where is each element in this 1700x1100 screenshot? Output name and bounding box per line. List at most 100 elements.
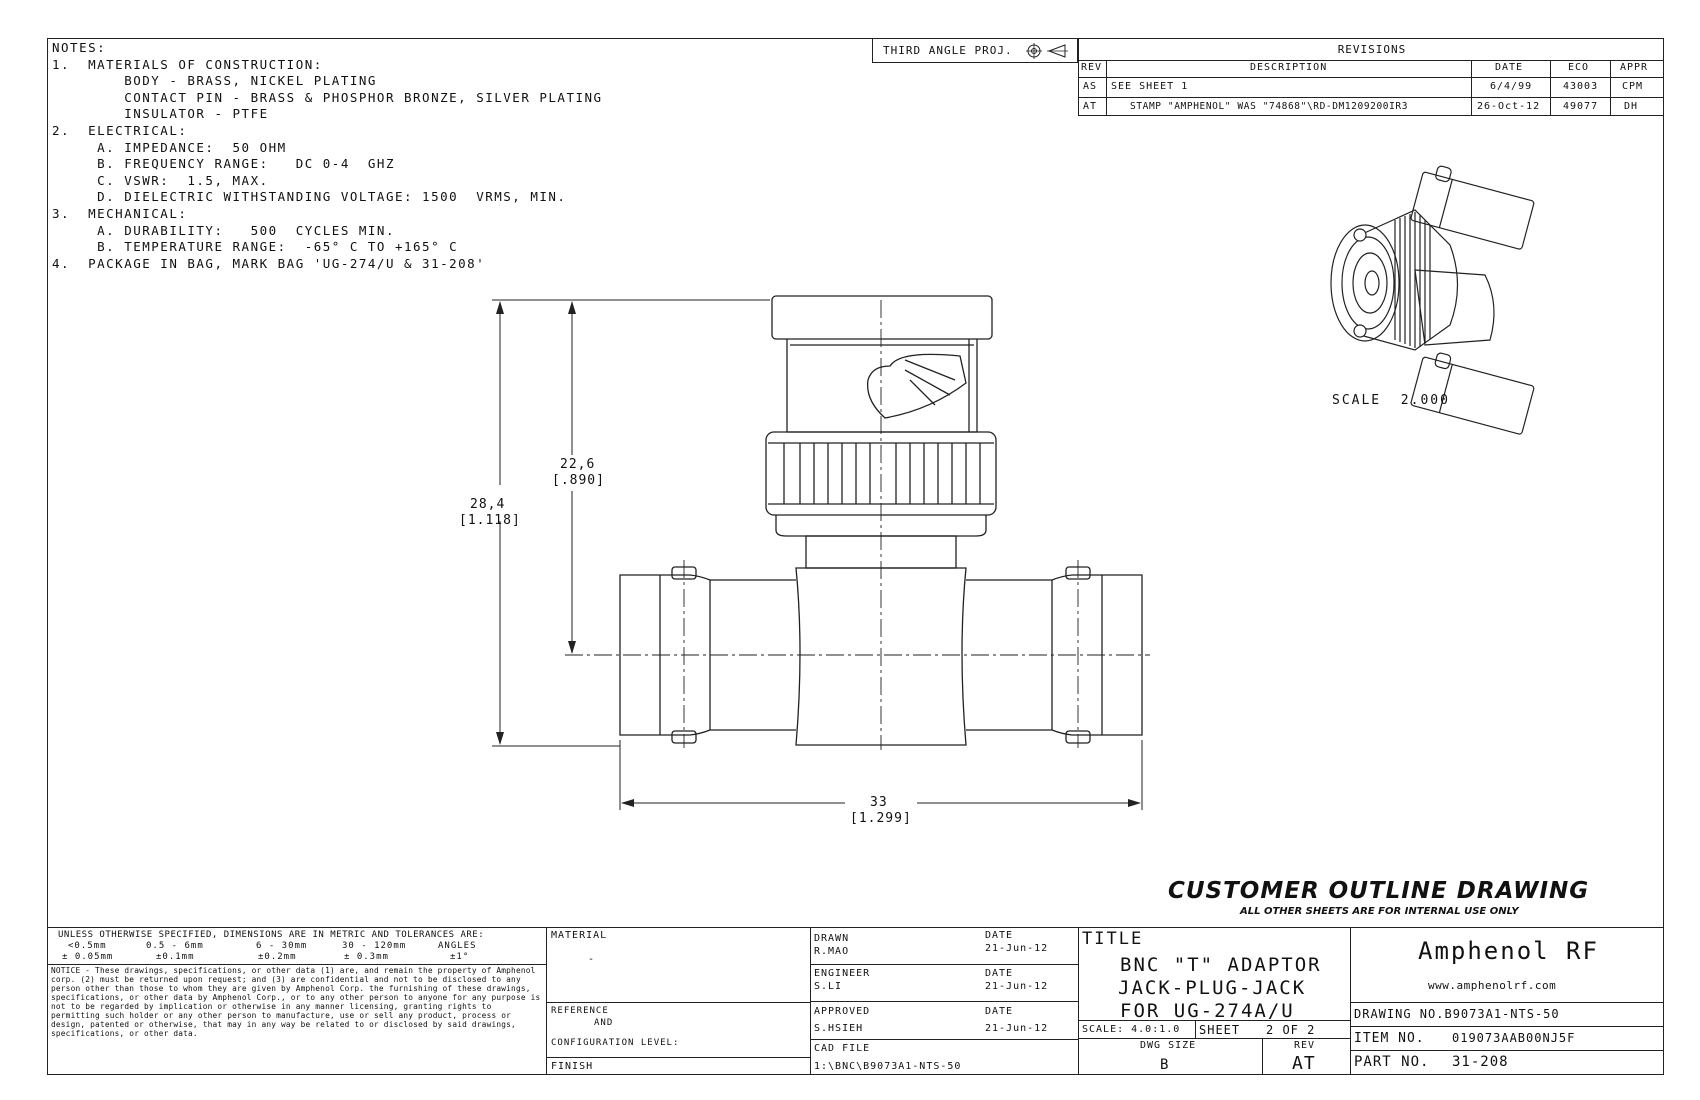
approved-date: 21-Jun-12 xyxy=(985,1023,1049,1034)
and-label: AND xyxy=(594,1018,614,1028)
dwg-size-value: B xyxy=(1160,1057,1170,1073)
third-angle-projection-icon xyxy=(1026,43,1068,59)
knurl-lines xyxy=(783,443,981,504)
sheet-label: SHEET xyxy=(1199,1023,1241,1037)
right-jack-body xyxy=(966,574,1143,736)
item-no-value: 019073AAB00NJ5F xyxy=(1452,1031,1576,1045)
part-no-label: PART NO. xyxy=(1354,1054,1430,1070)
date-label: DATE xyxy=(985,968,1014,979)
left-jack-body xyxy=(619,574,796,736)
tol-range: <0.5mm xyxy=(68,941,107,951)
appr-cell: DH xyxy=(1624,101,1639,112)
date-col-header: DATE xyxy=(1495,62,1524,73)
center-height-in: [.890] xyxy=(552,473,605,488)
rev-label: REV xyxy=(1294,1040,1316,1051)
cad-file-label: CAD FILE xyxy=(814,1043,871,1054)
title-line-1: BNC "T" ADAPTOR xyxy=(1120,954,1322,976)
iso-bayonet-lug-bottom xyxy=(1353,324,1367,338)
iso-knurls xyxy=(1394,212,1431,348)
iso-top-jack xyxy=(1410,165,1535,250)
scale-value: SCALE: 4.0:1.0 xyxy=(1082,1024,1181,1035)
revisions-row-2 xyxy=(1078,97,1664,117)
date-cell: 6/4/99 xyxy=(1490,81,1533,92)
appr-cell: CPM xyxy=(1622,81,1644,92)
tol-value: ±1° xyxy=(450,952,470,962)
tol-range: 6 - 30mm xyxy=(256,941,308,951)
overall-width-in: [1.299] xyxy=(850,811,912,826)
note-line: CONTACT PIN - BRASS & PHOSPHOR BRONZE, S… xyxy=(52,89,603,105)
note-line: D. DIELECTRIC WITHSTANDING VOLTAGE: 1500… xyxy=(52,189,567,205)
cad-file-value: 1:\BNC\B9073A1-NTS-50 xyxy=(814,1061,962,1072)
projection-box: THIRD ANGLE PROJ. xyxy=(872,38,1078,63)
note-line: A. DURABILITY: 500 CYCLES MIN. xyxy=(52,222,395,238)
customer-outline-subtitle: ALL OTHER SHEETS ARE FOR INTERNAL USE ON… xyxy=(1240,906,1519,917)
note-line: 1. MATERIALS OF CONSTRUCTION: xyxy=(52,56,323,72)
eco-cell: 49077 xyxy=(1563,101,1599,112)
note-line: B. TEMPERATURE RANGE: -65° C TO +165° C xyxy=(52,239,459,255)
revisions-header-row xyxy=(1078,60,1664,80)
tol-value: ±0.2mm xyxy=(258,952,297,962)
title-line-3: FOR UG-274A/U xyxy=(1120,1000,1295,1022)
rev-cell: AT xyxy=(1083,101,1098,112)
drawing-border xyxy=(47,38,1664,1075)
config-label: CONFIGURATION LEVEL: xyxy=(551,1038,680,1048)
revisions-title: REVISIONS xyxy=(1337,43,1407,56)
rev-cell: AS xyxy=(1083,81,1098,92)
material-value: - xyxy=(588,954,596,965)
overall-width-mm: 33 xyxy=(870,795,888,810)
tol-range: ANGLES xyxy=(438,941,477,951)
note-line: 4. PACKAGE IN BAG, MARK BAG 'UG-274/U & … xyxy=(52,255,486,271)
approved-by: S.HSIEH xyxy=(814,1023,864,1034)
note-line: BODY - BRASS, NICKEL PLATING xyxy=(52,73,377,89)
drawn-by: R.MAO xyxy=(814,946,850,957)
note-line: C. VSWR: 1.5, MAX. xyxy=(52,172,269,188)
tol-value: ± 0.3mm xyxy=(344,952,389,962)
tolerance-header: UNLESS OTHERWISE SPECIFIED, DIMENSIONS A… xyxy=(58,930,485,940)
projection-label: THIRD ANGLE PROJ. xyxy=(883,44,1013,57)
material-label: MATERIAL xyxy=(551,930,608,941)
note-line: A. IMPEDANCE: 50 OHM xyxy=(52,139,287,155)
engineer-by: S.LI xyxy=(814,981,843,992)
sheet-value: 2 OF 2 xyxy=(1266,1023,1316,1037)
notes-heading: NOTES: xyxy=(52,40,107,55)
item-no-label: ITEM NO. xyxy=(1354,1031,1425,1046)
tol-value: ± 0.05mm xyxy=(62,952,114,962)
notice-text: NOTICE - These drawings, specifications,… xyxy=(51,966,541,1038)
title-label: TITLE xyxy=(1082,929,1144,949)
description-cell: STAMP "AMPHENOL" WAS "74868"\RD-DM120920… xyxy=(1130,101,1409,112)
bayonet-sleeve xyxy=(786,339,978,433)
iso-plug-face xyxy=(1330,224,1400,342)
tol-value: ±0.1mm xyxy=(156,952,195,962)
date-cell: 26-Oct-12 xyxy=(1477,101,1541,112)
revisions-row-1 xyxy=(1078,77,1664,97)
iso-bayonet-lug-top xyxy=(1353,228,1367,242)
eco-col-header: ECO xyxy=(1568,62,1590,73)
rev-value: AT xyxy=(1292,1053,1316,1074)
approved-label: APPROVED xyxy=(814,1006,871,1017)
iso-center-body xyxy=(1414,269,1495,346)
iso-scale-label: SCALE 2.000 xyxy=(1332,393,1450,408)
description-cell: SEE SHEET 1 xyxy=(1111,81,1189,92)
center-body xyxy=(795,567,967,746)
title-block xyxy=(47,927,1664,1076)
iso-plug-body xyxy=(1359,209,1459,351)
note-line: INSULATOR - PTFE xyxy=(52,106,269,122)
reference-label: REFERENCE xyxy=(551,1006,609,1016)
date-label: DATE xyxy=(985,1006,1014,1017)
coupling-nut-cap xyxy=(771,295,993,340)
appr-col-header: APPR xyxy=(1620,62,1649,73)
part-no-value: 31-208 xyxy=(1452,1054,1509,1070)
drawn-date: 21-Jun-12 xyxy=(985,943,1049,954)
drawn-label: DRAWN xyxy=(814,933,850,944)
title-line-2: JACK-PLUG-JACK xyxy=(1118,977,1307,999)
engineer-label: ENGINEER xyxy=(814,968,871,979)
isometric-view xyxy=(1330,165,1535,435)
note-line: B. FREQUENCY RANGE: DC 0-4 GHZ xyxy=(52,156,395,172)
iso-bottom-jack xyxy=(1410,352,1535,435)
engineer-date: 21-Jun-12 xyxy=(985,981,1049,992)
date-label: DATE xyxy=(985,930,1014,941)
drawing-number: DRAWING NO.B9073A1-NTS-50 xyxy=(1354,1007,1560,1021)
dwg-size-label: DWG SIZE xyxy=(1140,1040,1197,1051)
customer-outline-heading: CUSTOMER OUTLINE DRAWING xyxy=(1168,878,1590,904)
